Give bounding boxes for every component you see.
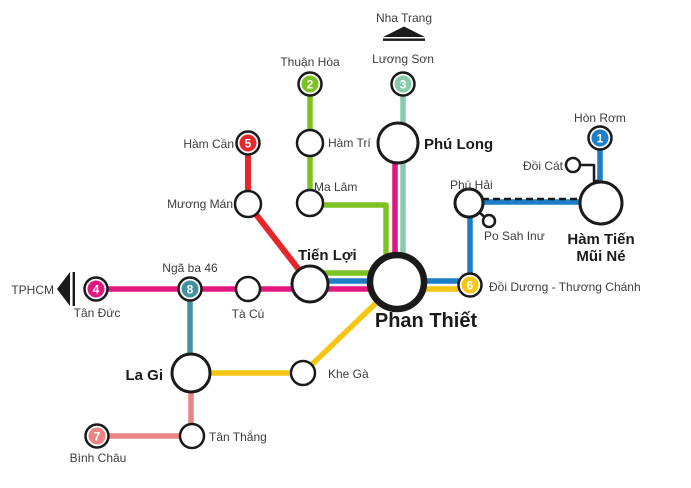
po-sah-inu-station: [481, 213, 497, 229]
muong-man-label: Mương Mán: [167, 197, 233, 211]
la-gi-label: La Gi: [125, 367, 163, 384]
route-3-badge-number: 3: [400, 77, 407, 91]
ham-can-label: Hàm Cần: [183, 137, 234, 151]
tan-thang-station: [178, 422, 206, 450]
route-4-badge-disc: [87, 280, 105, 298]
ta-cu-label: Tà Cú: [232, 307, 265, 321]
route-3-badge-disc: [394, 75, 412, 93]
ham-tri-station: [295, 128, 325, 158]
tan-duc-label: Tân Đức: [74, 306, 121, 320]
route-1-badge-disc: [591, 129, 609, 147]
route-1-badge-number: 1: [597, 131, 604, 145]
route-8-badge-number: 8: [187, 282, 194, 296]
tphcm-direction-arrow-icon: [57, 272, 75, 306]
route-3-badge: 3: [390, 71, 416, 97]
route-4-badge-number: 4: [93, 282, 100, 296]
route-6-badge-number: 6: [467, 278, 474, 292]
route-5-badge-disc: [239, 134, 257, 152]
route2-bend-line: [312, 202, 389, 272]
route-1-badge: 1: [587, 125, 613, 151]
doi-cat-label: Đồi Cát: [523, 159, 564, 173]
route-badges-layer: 1 2 3 4 5 6 7 8: [83, 71, 613, 449]
route-7-badge-number: 7: [94, 429, 101, 443]
route-2-badge: 2: [297, 71, 323, 97]
doicat-spur-line: [580, 163, 599, 183]
route-6-badge: 6: [457, 272, 483, 298]
hon-rom-label: Hòn Rơm: [574, 111, 626, 125]
muong-man-station: [233, 189, 263, 219]
ta-cu-station: [234, 275, 262, 303]
route-8-badge: 8: [177, 276, 203, 302]
khe-ga-station: [289, 359, 317, 387]
ham-tien-label: Hàm Tiến: [567, 231, 634, 248]
binh-chau-label: Bình Châu: [70, 451, 127, 465]
stations-layer: [170, 121, 624, 450]
po-sah-inu-label: Po Sah Inư: [484, 229, 545, 243]
route-4-badge: 4: [83, 276, 109, 302]
phu-long-label: Phú Long: [424, 136, 493, 153]
tphcm-label: TPHCM: [11, 283, 54, 297]
ham-tien-mui-ne-station: [578, 180, 624, 226]
ma-lam-label: Ma Lâm: [314, 180, 357, 194]
route-7-badge: 7: [84, 423, 110, 449]
doi-cat-station: [564, 156, 582, 174]
nha-trang-label: Nha Trang: [376, 11, 432, 25]
route-5-badge-number: 5: [245, 136, 252, 150]
khe-ga-label: Khe Gà: [328, 367, 369, 381]
nga-ba-46-label: Ngã ba 46: [162, 261, 218, 275]
route-2-badge-number: 2: [307, 77, 314, 91]
phan-thiet-label: Phan Thiết: [375, 310, 478, 332]
nha-trang-direction-arrow-icon: [383, 26, 425, 41]
tien-loi-station: [290, 264, 330, 304]
phu-hai-station: [453, 187, 485, 219]
ham-tri-label: Hàm Trí: [328, 136, 371, 150]
route-2-badge-disc: [301, 75, 319, 93]
thuan-hoa-label: Thuận Hòa: [280, 55, 340, 69]
la-gi-station: [170, 352, 212, 394]
route-8-badge-disc: [181, 280, 199, 298]
tan-thang-label: Tân Thắng: [209, 429, 267, 444]
route-7-badge-disc: [88, 427, 106, 445]
route-5-badge: 5: [235, 130, 261, 156]
phan-thiet-station: [366, 251, 428, 313]
luong-son-label: Lương Sơn: [372, 52, 434, 66]
phu-hai-label: Phú Hải: [450, 178, 493, 192]
ma-lam-station: [295, 188, 325, 218]
mui-ne-label: Mũi Né: [576, 248, 625, 265]
phu-long-station: [376, 121, 420, 165]
route-6-badge-disc: [461, 276, 479, 294]
doi-duong-label: Đồi Dương - Thương Chánh: [489, 280, 641, 294]
tien-loi-label: Tiến Lợi: [298, 247, 357, 264]
